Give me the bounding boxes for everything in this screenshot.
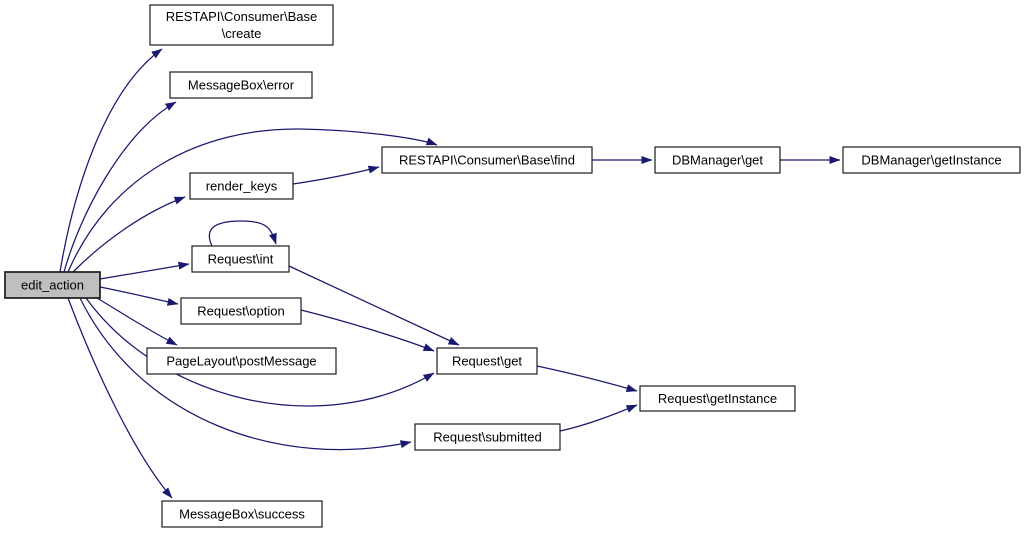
- node-box-request-int[interactable]: [191, 245, 290, 273]
- edge-edit-action-to-pagelayout-postmessage: [96, 297, 178, 346]
- edge-edit-action-to-request-int: [99, 261, 190, 280]
- node-render-keys[interactable]: render_keys: [189, 172, 294, 200]
- node-box-edit-action[interactable]: [4, 271, 101, 299]
- node-messagebox-error[interactable]: MessageBox\error: [169, 71, 313, 99]
- edge-edit-action-to-request-option: [99, 286, 179, 306]
- node-box-messagebox-success[interactable]: [161, 500, 323, 528]
- node-request-option[interactable]: Request\option: [180, 297, 302, 325]
- node-request-int[interactable]: Request\int: [191, 245, 290, 273]
- node-restapi-consumer-base-find[interactable]: RESTAPI\Consumer\Base\find: [381, 146, 593, 174]
- node-restapi-consumer-base-create[interactable]: RESTAPI\Consumer\Base\create: [149, 4, 334, 46]
- edge-edit-action-to-messagebox-error: [63, 101, 177, 273]
- node-box-request-submitted[interactable]: [414, 423, 561, 451]
- node-box-request-getinstance[interactable]: [639, 385, 796, 412]
- edges-layer: [59, 48, 841, 499]
- edge-request-int-to-request-get: [288, 265, 460, 346]
- node-box-dbmanager-get[interactable]: [654, 146, 781, 174]
- node-dbmanager-get[interactable]: DBManager\get: [654, 146, 781, 174]
- node-dbmanager-getinstance[interactable]: DBManager\getInstance: [842, 146, 1021, 174]
- node-box-pagelayout-postmessage[interactable]: [146, 347, 337, 375]
- node-messagebox-success[interactable]: MessageBox\success: [161, 500, 323, 528]
- nodes-layer: RESTAPI\Consumer\Base\createMessageBox\e…: [4, 4, 1021, 528]
- node-box-render-keys[interactable]: [189, 172, 294, 200]
- node-request-getinstance[interactable]: Request\getInstance: [639, 385, 796, 412]
- node-box-dbmanager-getinstance[interactable]: [842, 146, 1021, 174]
- edge-request-get-to-request-getinstance: [536, 365, 638, 392]
- edge-edit-action-to-messagebox-success: [67, 297, 173, 499]
- edge-edit-action-to-restapi-consumer-base-find: [67, 128, 438, 273]
- edge-edit-action-to-restapi-consumer-base-create: [59, 48, 163, 273]
- edge-request-option-to-request-get: [300, 309, 435, 352]
- edge-edit-action-to-request-submitted: [79, 297, 412, 451]
- edge-edit-action-to-render-keys: [72, 196, 186, 273]
- node-request-submitted[interactable]: Request\submitted: [414, 423, 561, 451]
- node-box-messagebox-error[interactable]: [169, 71, 313, 99]
- node-box-request-option[interactable]: [180, 297, 302, 325]
- node-box-restapi-consumer-base-create[interactable]: [149, 4, 334, 46]
- node-request-get[interactable]: Request\get: [436, 347, 538, 375]
- node-box-restapi-consumer-base-find[interactable]: [381, 146, 593, 174]
- node-pagelayout-postmessage[interactable]: PageLayout\postMessage: [146, 347, 337, 375]
- node-edit-action[interactable]: edit_action: [4, 271, 101, 299]
- edge-request-submitted-to-request-getinstance: [559, 404, 638, 432]
- edge-render-keys-to-restapi-consumer-base-find: [292, 165, 380, 185]
- edge-request-int-to-request-int: [208, 220, 277, 247]
- node-box-request-get[interactable]: [436, 347, 538, 375]
- edge-edit-action-to-request-get: [85, 297, 435, 407]
